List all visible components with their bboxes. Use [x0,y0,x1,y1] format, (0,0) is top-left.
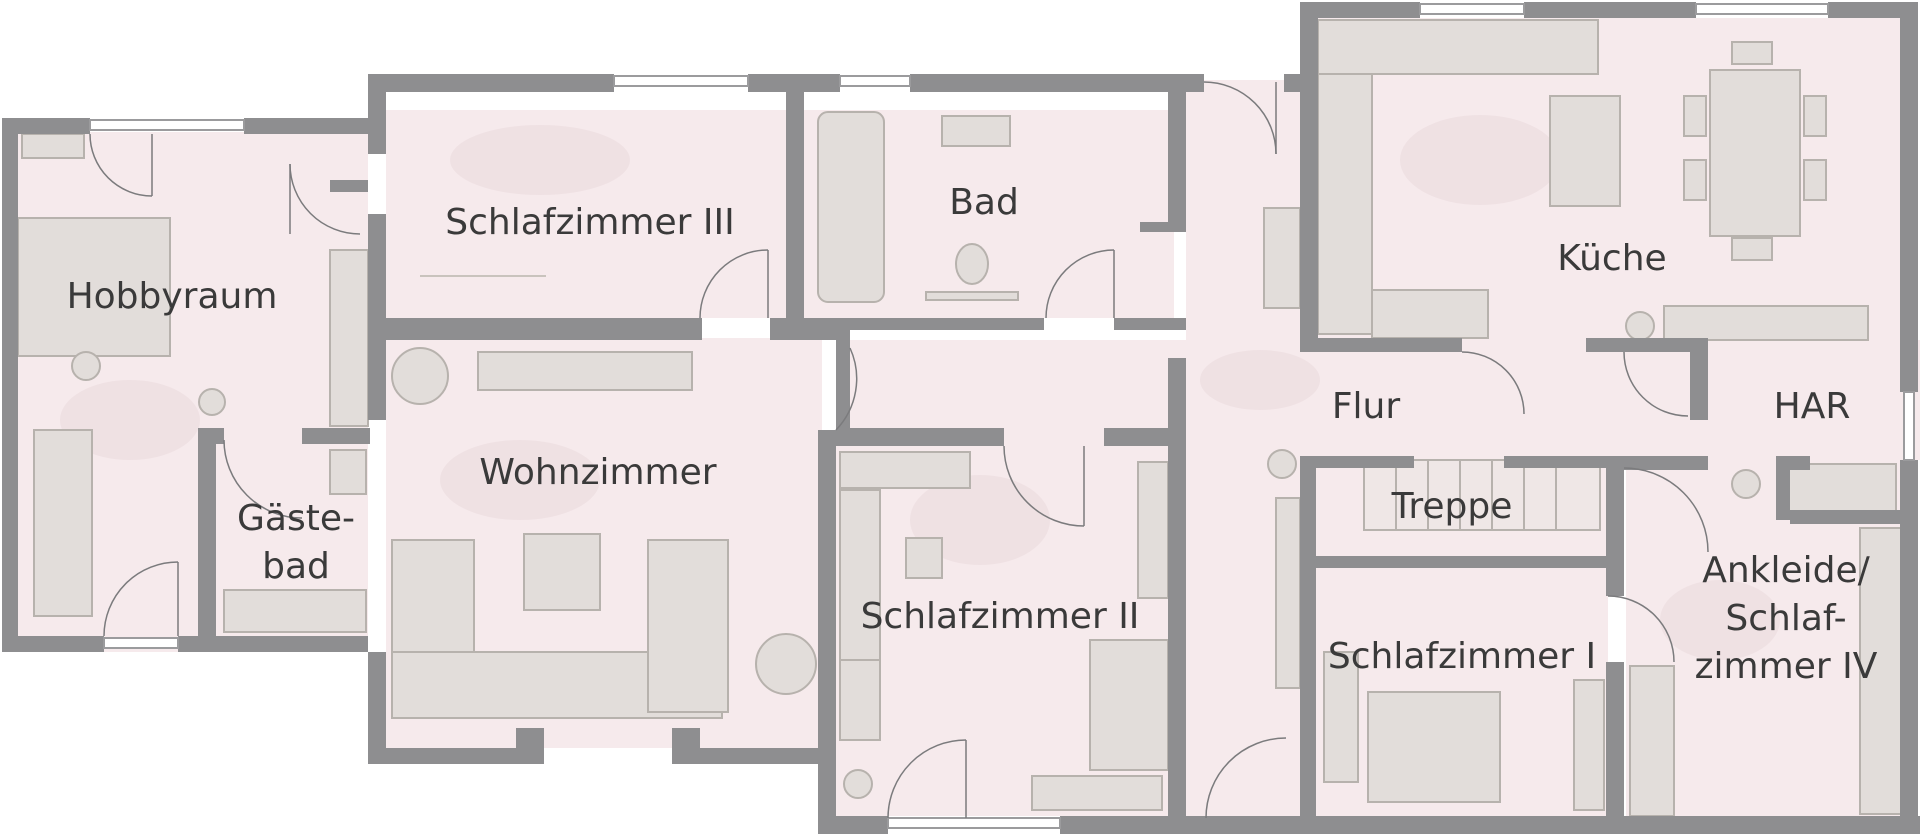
plant-icon [1625,311,1655,341]
room-label-line: Hobbyraum [67,276,278,317]
kitchen-island [1549,95,1621,207]
room-label-line: Schlaf- [1725,598,1846,639]
toilet [955,243,989,285]
plant-icon [755,633,817,695]
dining-table [1709,69,1801,237]
room-labels: Hobbyraum Schlafzimmer III BadKücheWohnzim… [67,182,1878,687]
room-label-line: bad [262,546,330,587]
room-label-line: Ankleide/ [1702,550,1870,591]
kitchen-sideboard [1663,305,1869,341]
room-label-treppe: Treppe [1391,486,1513,527]
hobby-shelf [329,249,369,427]
room-label-hobbyraum: Hobbyraum [67,276,278,317]
room-label-line: HAR [1774,386,1851,427]
hobby-desk [33,429,93,617]
room-label-flur: Flur [1332,386,1401,427]
room-label-line: zimmer IV [1695,646,1878,687]
plant-icon [391,347,449,405]
hobby-chair [71,351,101,381]
tv-sideboard [477,351,693,391]
bed-double [1089,639,1169,771]
windows [89,3,1915,829]
room-label-har: HAR [1774,386,1851,427]
side-table [839,659,881,741]
room-label-gaestebad: Gäste-bad [237,498,355,587]
sink [941,115,1011,147]
kitchen-counter-left [1317,73,1373,335]
room-label-line: Flur [1332,386,1401,427]
sofa-right [647,539,729,713]
room-label-line: Schlafzimmer II [861,596,1140,637]
kitchen-counter-top [1317,19,1599,75]
floor-texture [60,115,1780,660]
dresser [1573,679,1605,811]
room-label-line: Schlafzimmer III [445,202,734,243]
room-label-kueche: Küche [1557,238,1666,279]
har-shelf [1785,463,1897,515]
wardrobe [839,451,971,489]
hobby-table [17,217,171,357]
furniture [17,19,1905,817]
room-label-schlafzimmer-iii: Schlafzimmer III [445,202,734,243]
closet-left [1629,665,1675,817]
bathtub [817,111,885,303]
room-label-line: Schlafzimmer I [1328,636,1596,677]
room-label-schlafzimmer-ii: Schlafzimmer II [861,596,1140,637]
bed [1367,691,1501,803]
room-label-wohnzimmer: Wohnzimmer [479,452,716,493]
wardrobe-left [839,489,881,671]
nightstand [1031,775,1163,811]
room-label-schlafzimmer-i: Schlafzimmer I [1328,636,1596,677]
hall-cabinet-lower [1275,497,1301,689]
guest-sink [329,449,367,495]
coffee-table [523,533,601,611]
plant-icon [198,388,226,416]
nightstand-left [1323,651,1359,783]
plant-icon [1267,449,1297,479]
doors [89,81,1709,819]
kitchen-counter-bottom [1371,289,1489,339]
room-label-line: Gäste- [237,498,355,539]
plant-icon [1731,469,1761,499]
shelf [1137,461,1169,599]
hobby-cabinet [21,133,85,159]
plant-icon [843,769,873,799]
armchair [905,537,943,579]
room-label-ankleide: Ankleide/Schlaf-zimmer IV [1695,550,1878,687]
room-label-bad: Bad [949,182,1019,223]
room-label-line: Treppe [1391,486,1513,527]
guest-counter [223,589,367,633]
room-label-line: Küche [1557,238,1666,279]
hall-cabinet [1263,207,1301,309]
room-label-line: Bad [949,182,1019,223]
room-label-line: Wohnzimmer [479,452,716,493]
staircase [1363,459,1601,531]
